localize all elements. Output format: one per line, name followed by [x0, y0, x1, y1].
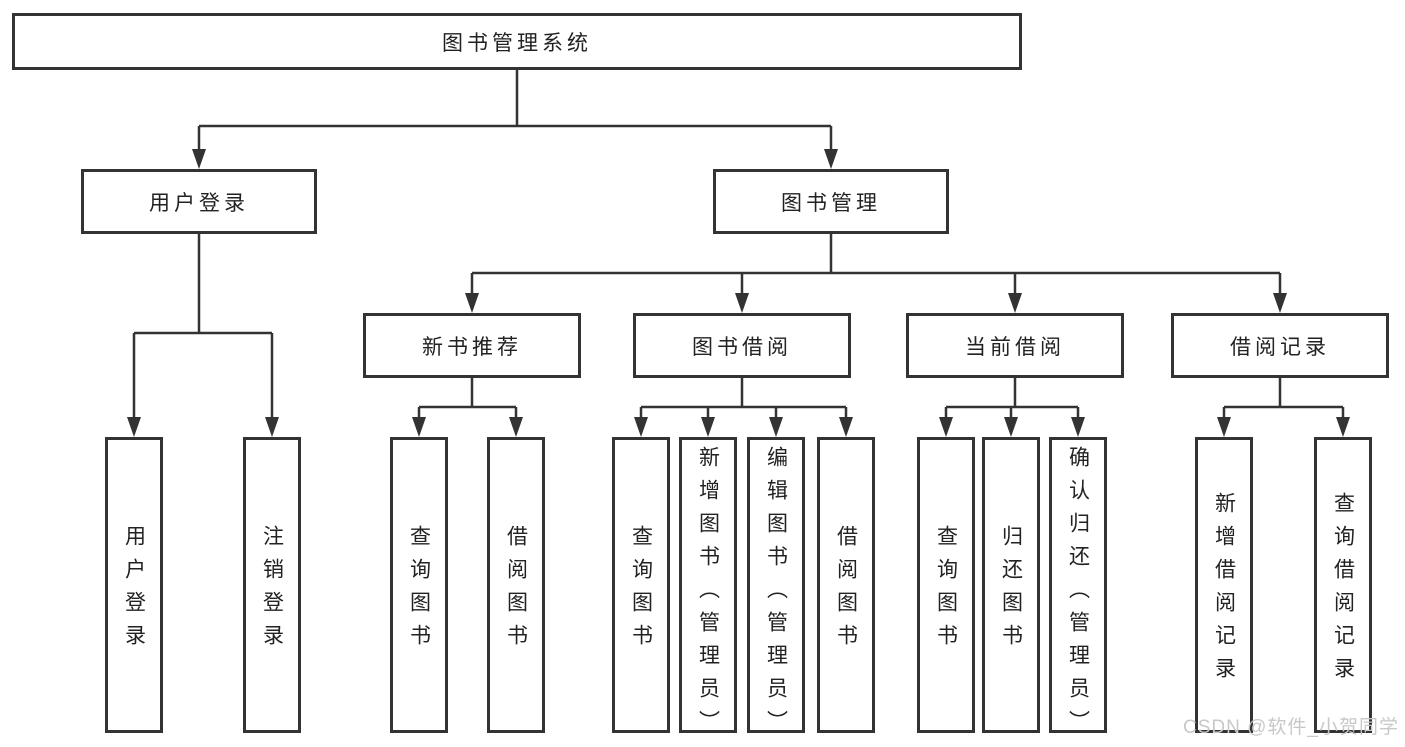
node-system-root: 图书管理系统	[12, 13, 1022, 70]
leaf-user-login: 用户登录	[105, 437, 163, 733]
leaf-records-add-record-label: 新增借阅记录	[1212, 492, 1236, 690]
node-new-book-recommendation: 新书推荐	[363, 313, 581, 378]
node-current-borrowing: 当前借阅	[906, 313, 1124, 378]
leaf-borrowing-add-books-admin-label: 新增图书（管理员）	[696, 446, 720, 743]
leaf-records-query-record-label: 查询借阅记录	[1331, 492, 1355, 690]
leaf-records-query-record: 查询借阅记录	[1314, 437, 1372, 733]
leaf-logout-login-label: 注销登录	[260, 525, 284, 657]
leaf-current-return-books: 归还图书	[982, 437, 1040, 733]
leaf-borrowing-edit-books-admin: 编辑图书（管理员）	[747, 437, 805, 743]
leaf-borrowing-add-books-admin: 新增图书（管理员）	[679, 437, 737, 743]
leaf-current-query-books-label: 查询图书	[934, 525, 958, 657]
leaf-current-return-books-label: 归还图书	[999, 525, 1023, 657]
node-system-root-label: 图书管理系统	[442, 31, 592, 55]
node-book-management-label: 图书管理	[781, 191, 881, 215]
node-book-management: 图书管理	[713, 169, 949, 234]
leaf-current-confirm-return-admin: 确认归还（管理员）	[1049, 437, 1107, 743]
node-user-login-label: 用户登录	[149, 191, 249, 215]
node-book-borrowing-label: 图书借阅	[692, 335, 792, 359]
leaf-borrowing-borrow-books: 借阅图书	[817, 437, 875, 733]
leaf-borrowing-query-books: 查询图书	[612, 437, 670, 733]
leaf-recommend-query-books-label: 查询图书	[407, 525, 431, 657]
node-new-book-recommendation-label: 新书推荐	[422, 335, 522, 359]
leaf-recommend-query-books: 查询图书	[390, 437, 448, 733]
leaf-borrowing-edit-books-admin-label: 编辑图书（管理员）	[764, 446, 788, 743]
leaf-user-login-label: 用户登录	[122, 525, 146, 657]
leaf-current-confirm-return-admin-label: 确认归还（管理员）	[1066, 446, 1090, 743]
node-borrowing-records: 借阅记录	[1171, 313, 1389, 378]
watermark-text: CSDN @软件_小贺同学	[1183, 717, 1399, 738]
leaf-borrowing-borrow-books-label: 借阅图书	[834, 525, 858, 657]
leaf-borrowing-query-books-label: 查询图书	[629, 525, 653, 657]
leaf-recommend-borrow-books: 借阅图书	[487, 437, 545, 733]
node-borrowing-records-label: 借阅记录	[1230, 335, 1330, 359]
leaf-recommend-borrow-books-label: 借阅图书	[504, 525, 528, 657]
leaf-logout-login: 注销登录	[243, 437, 301, 733]
node-current-borrowing-label: 当前借阅	[965, 335, 1065, 359]
node-book-borrowing: 图书借阅	[633, 313, 851, 378]
leaf-current-query-books: 查询图书	[917, 437, 975, 733]
leaf-records-add-record: 新增借阅记录	[1195, 437, 1253, 733]
node-user-login: 用户登录	[81, 169, 317, 234]
